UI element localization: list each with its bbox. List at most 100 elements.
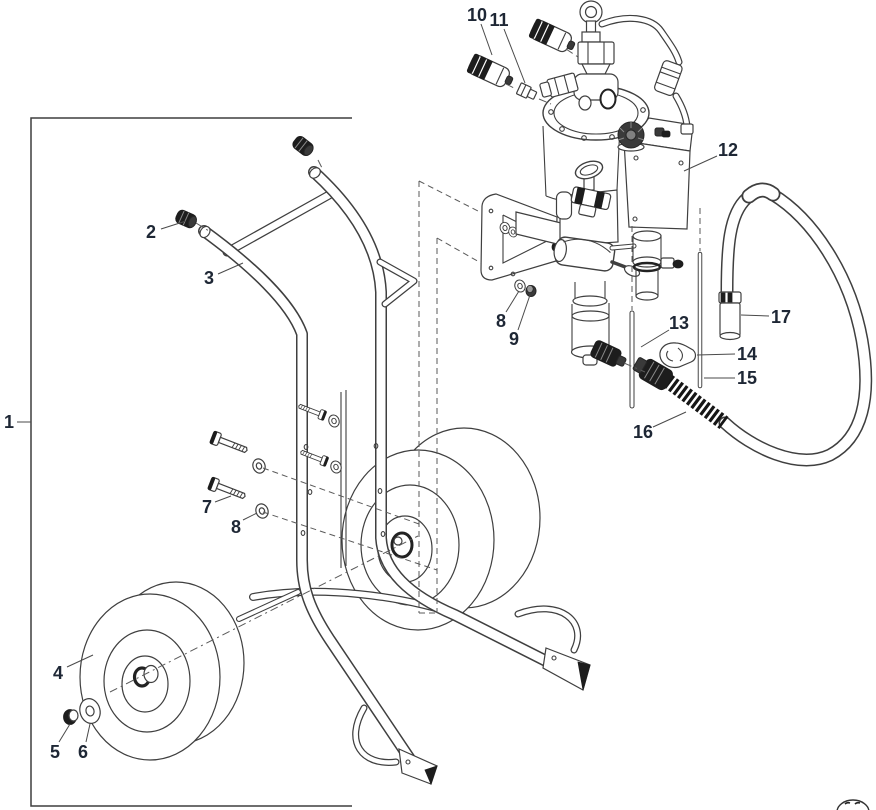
clip-14 <box>659 342 697 369</box>
callout-label-17-17: 17 <box>771 307 791 327</box>
callout-label-12-12: 12 <box>718 140 738 160</box>
check-valve-hex <box>577 41 615 65</box>
spring-guard-16 <box>632 357 729 429</box>
lower-pump-cylinder <box>570 281 611 366</box>
coupler-17 <box>718 291 742 341</box>
ball-valve <box>570 160 612 218</box>
handle-cap-right <box>290 133 317 159</box>
cart-assembly-bracket <box>30 117 352 807</box>
callout-leader-8-7 <box>242 512 258 521</box>
hub-bushing <box>390 531 414 559</box>
spring-coil <box>663 375 729 429</box>
callout-leader-16-16 <box>652 411 687 428</box>
eye-bolt-ring-inner <box>584 5 598 19</box>
callout-label-4-3: 4 <box>53 663 63 683</box>
air-hose <box>718 182 873 467</box>
callout-label-8-7: 8 <box>231 517 241 537</box>
callout-leader-10-10 <box>480 23 493 56</box>
hose-wrap-hook-fill <box>377 259 417 307</box>
air-supply-tube <box>598 14 694 135</box>
handle-tube-right-fill <box>309 167 565 673</box>
junction-box <box>622 117 694 230</box>
callout-leader-9-9 <box>517 294 531 331</box>
callout-label-14-14: 14 <box>737 344 757 364</box>
right-foot <box>542 647 591 691</box>
callout-label-10-10: 10 <box>467 5 487 25</box>
callout-label-1-0: 1 <box>4 412 14 432</box>
hose-end-fitting <box>632 357 673 391</box>
callout-label-13-13: 13 <box>669 313 689 333</box>
callout-label-16-16: 16 <box>633 422 653 442</box>
tube-coupling <box>653 60 683 96</box>
handle-crossbar-fill <box>223 191 333 256</box>
eye-bolt-shank <box>585 20 597 33</box>
frame-holes <box>300 443 386 537</box>
callout-leader-12-12 <box>683 155 718 172</box>
side-port <box>660 257 675 269</box>
projection-lines <box>109 48 701 693</box>
bolt-upper <box>209 430 250 458</box>
bracket-outline <box>30 117 352 807</box>
callout-label-11-11: 11 <box>489 10 508 30</box>
callout-leader-4-3 <box>66 654 94 668</box>
callout-leader-7-6 <box>214 495 232 503</box>
callout-leader-8-8 <box>505 290 520 313</box>
box-front-face <box>623 140 691 230</box>
top-nut <box>581 31 601 43</box>
page-number-badge <box>836 799 870 810</box>
valve-taper <box>581 63 611 75</box>
left-pail-hook-fill <box>353 705 399 765</box>
side-knob <box>672 259 684 269</box>
bolt-lower <box>207 476 248 504</box>
wheel-washer <box>79 698 101 724</box>
handle-cap-left <box>173 208 200 231</box>
callout-leader-11-11 <box>503 28 526 84</box>
axle-axis <box>109 535 419 693</box>
loose-parts <box>63 133 317 761</box>
axle-stub <box>393 536 403 546</box>
outlet-port <box>599 88 617 110</box>
tube-tip-left <box>199 225 211 239</box>
hose-and-tubes <box>629 182 873 467</box>
box-top-fitting <box>654 127 671 138</box>
stud-washer-upper <box>326 412 342 430</box>
callout-leader-14-14 <box>696 353 736 356</box>
cart-frame <box>198 166 591 786</box>
outlet-fitting <box>590 340 627 367</box>
callout-label-2-1: 2 <box>146 222 156 242</box>
axle-rod-fill <box>237 590 300 621</box>
left-arm-fitting <box>539 72 579 98</box>
regulator-knob <box>617 121 645 152</box>
cap-nut <box>63 709 79 725</box>
tube-tip-right <box>309 167 321 179</box>
callout-leader-3-2 <box>217 262 244 275</box>
loose-wheel <box>79 581 245 761</box>
pump-head <box>539 0 619 111</box>
callout-label-15-15: 15 <box>737 368 757 388</box>
callout-label-7-6: 7 <box>202 497 212 517</box>
washer-lower <box>253 501 271 521</box>
callout-label-9-9: 9 <box>509 329 519 349</box>
tube-elbow <box>680 123 694 135</box>
callout-leader-2-1 <box>160 220 187 230</box>
washer-upper <box>250 456 268 476</box>
callout-label-6-5: 6 <box>78 742 88 762</box>
callout-label-3-2: 3 <box>204 268 214 288</box>
front-port <box>578 95 592 111</box>
left-foot <box>398 748 438 786</box>
mount-plate-edges <box>340 390 347 568</box>
callout-label-8-8: 8 <box>496 311 506 331</box>
muffler-10b <box>528 17 579 57</box>
bracket-nut-9 <box>525 284 537 297</box>
callout-leader-13-13 <box>640 329 670 348</box>
hose-outline <box>718 183 873 467</box>
mounted-wheel <box>341 427 541 631</box>
bracket-washer-8 <box>512 277 528 295</box>
handle-tube-left-fill <box>199 226 417 767</box>
valve-lever <box>574 160 604 180</box>
callout-leader-6-5 <box>85 723 91 743</box>
sight-window <box>555 191 573 220</box>
pump-clamp <box>553 236 641 277</box>
